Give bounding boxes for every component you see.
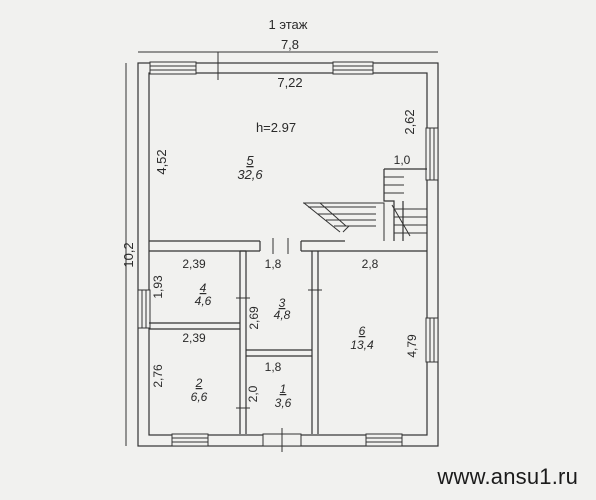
- window-top-right: [332, 61, 374, 75]
- staircase: [303, 168, 427, 241]
- entrance-door: [262, 428, 302, 452]
- dim-room3-height: 2,69: [247, 306, 261, 330]
- room5-number: 5: [246, 153, 254, 168]
- room1-number: 1: [280, 382, 287, 396]
- window-left: [137, 289, 151, 329]
- partition-room3-room1: [246, 349, 312, 357]
- room6-area: 13,4: [350, 338, 374, 352]
- dim-overall-height: 10,2: [121, 242, 136, 267]
- site-watermark: www.ansu1.ru: [437, 464, 578, 489]
- room4-area: 4,6: [195, 294, 212, 308]
- room6-number: 6: [359, 324, 366, 338]
- room5-area: 32,6: [237, 167, 263, 182]
- window-bottom-left: [171, 433, 209, 447]
- dim-room2-width: 2,39: [182, 331, 206, 345]
- door-markers: [236, 238, 322, 409]
- dim-stair-width: 1,0: [394, 153, 411, 167]
- dim-left-upper-depth: 4,52: [154, 149, 169, 174]
- window-right-lower: [425, 317, 439, 363]
- partition-room4-room2: [149, 322, 240, 330]
- window-right-upper: [425, 127, 439, 181]
- plan-title: 1 этаж: [269, 17, 308, 32]
- window-bottom-right: [365, 433, 403, 447]
- room1-area: 3,6: [275, 396, 292, 410]
- dim-room3-width: 1,8: [265, 257, 282, 271]
- ceiling-height: h=2.97: [256, 120, 296, 135]
- dim-room2-height: 2,76: [151, 364, 165, 388]
- partition-vertical-middle: [311, 251, 319, 434]
- room3-area: 4,8: [274, 308, 291, 322]
- dim-interior-width: 7,22: [277, 75, 302, 90]
- window-top-left: [149, 61, 197, 75]
- dim-room4-width: 2,39: [182, 257, 206, 271]
- dim-room4-height: 1,93: [151, 275, 165, 299]
- dim-right-upper-depth: 2,62: [402, 109, 417, 134]
- dim-room1-width: 1,8: [265, 360, 282, 374]
- room4-number: 4: [200, 281, 207, 295]
- room2-area: 6,6: [191, 390, 208, 404]
- partition-horizontal: [149, 240, 427, 252]
- room3-number: 3: [279, 296, 286, 310]
- room2-number: 2: [195, 376, 203, 390]
- dim-room1-height: 2,0: [246, 385, 260, 402]
- dim-room6-width: 2,8: [362, 257, 379, 271]
- dim-room6-height: 4,79: [405, 334, 419, 358]
- partition-vertical-left: [239, 250, 247, 434]
- dim-overall-width: 7,8: [281, 37, 299, 52]
